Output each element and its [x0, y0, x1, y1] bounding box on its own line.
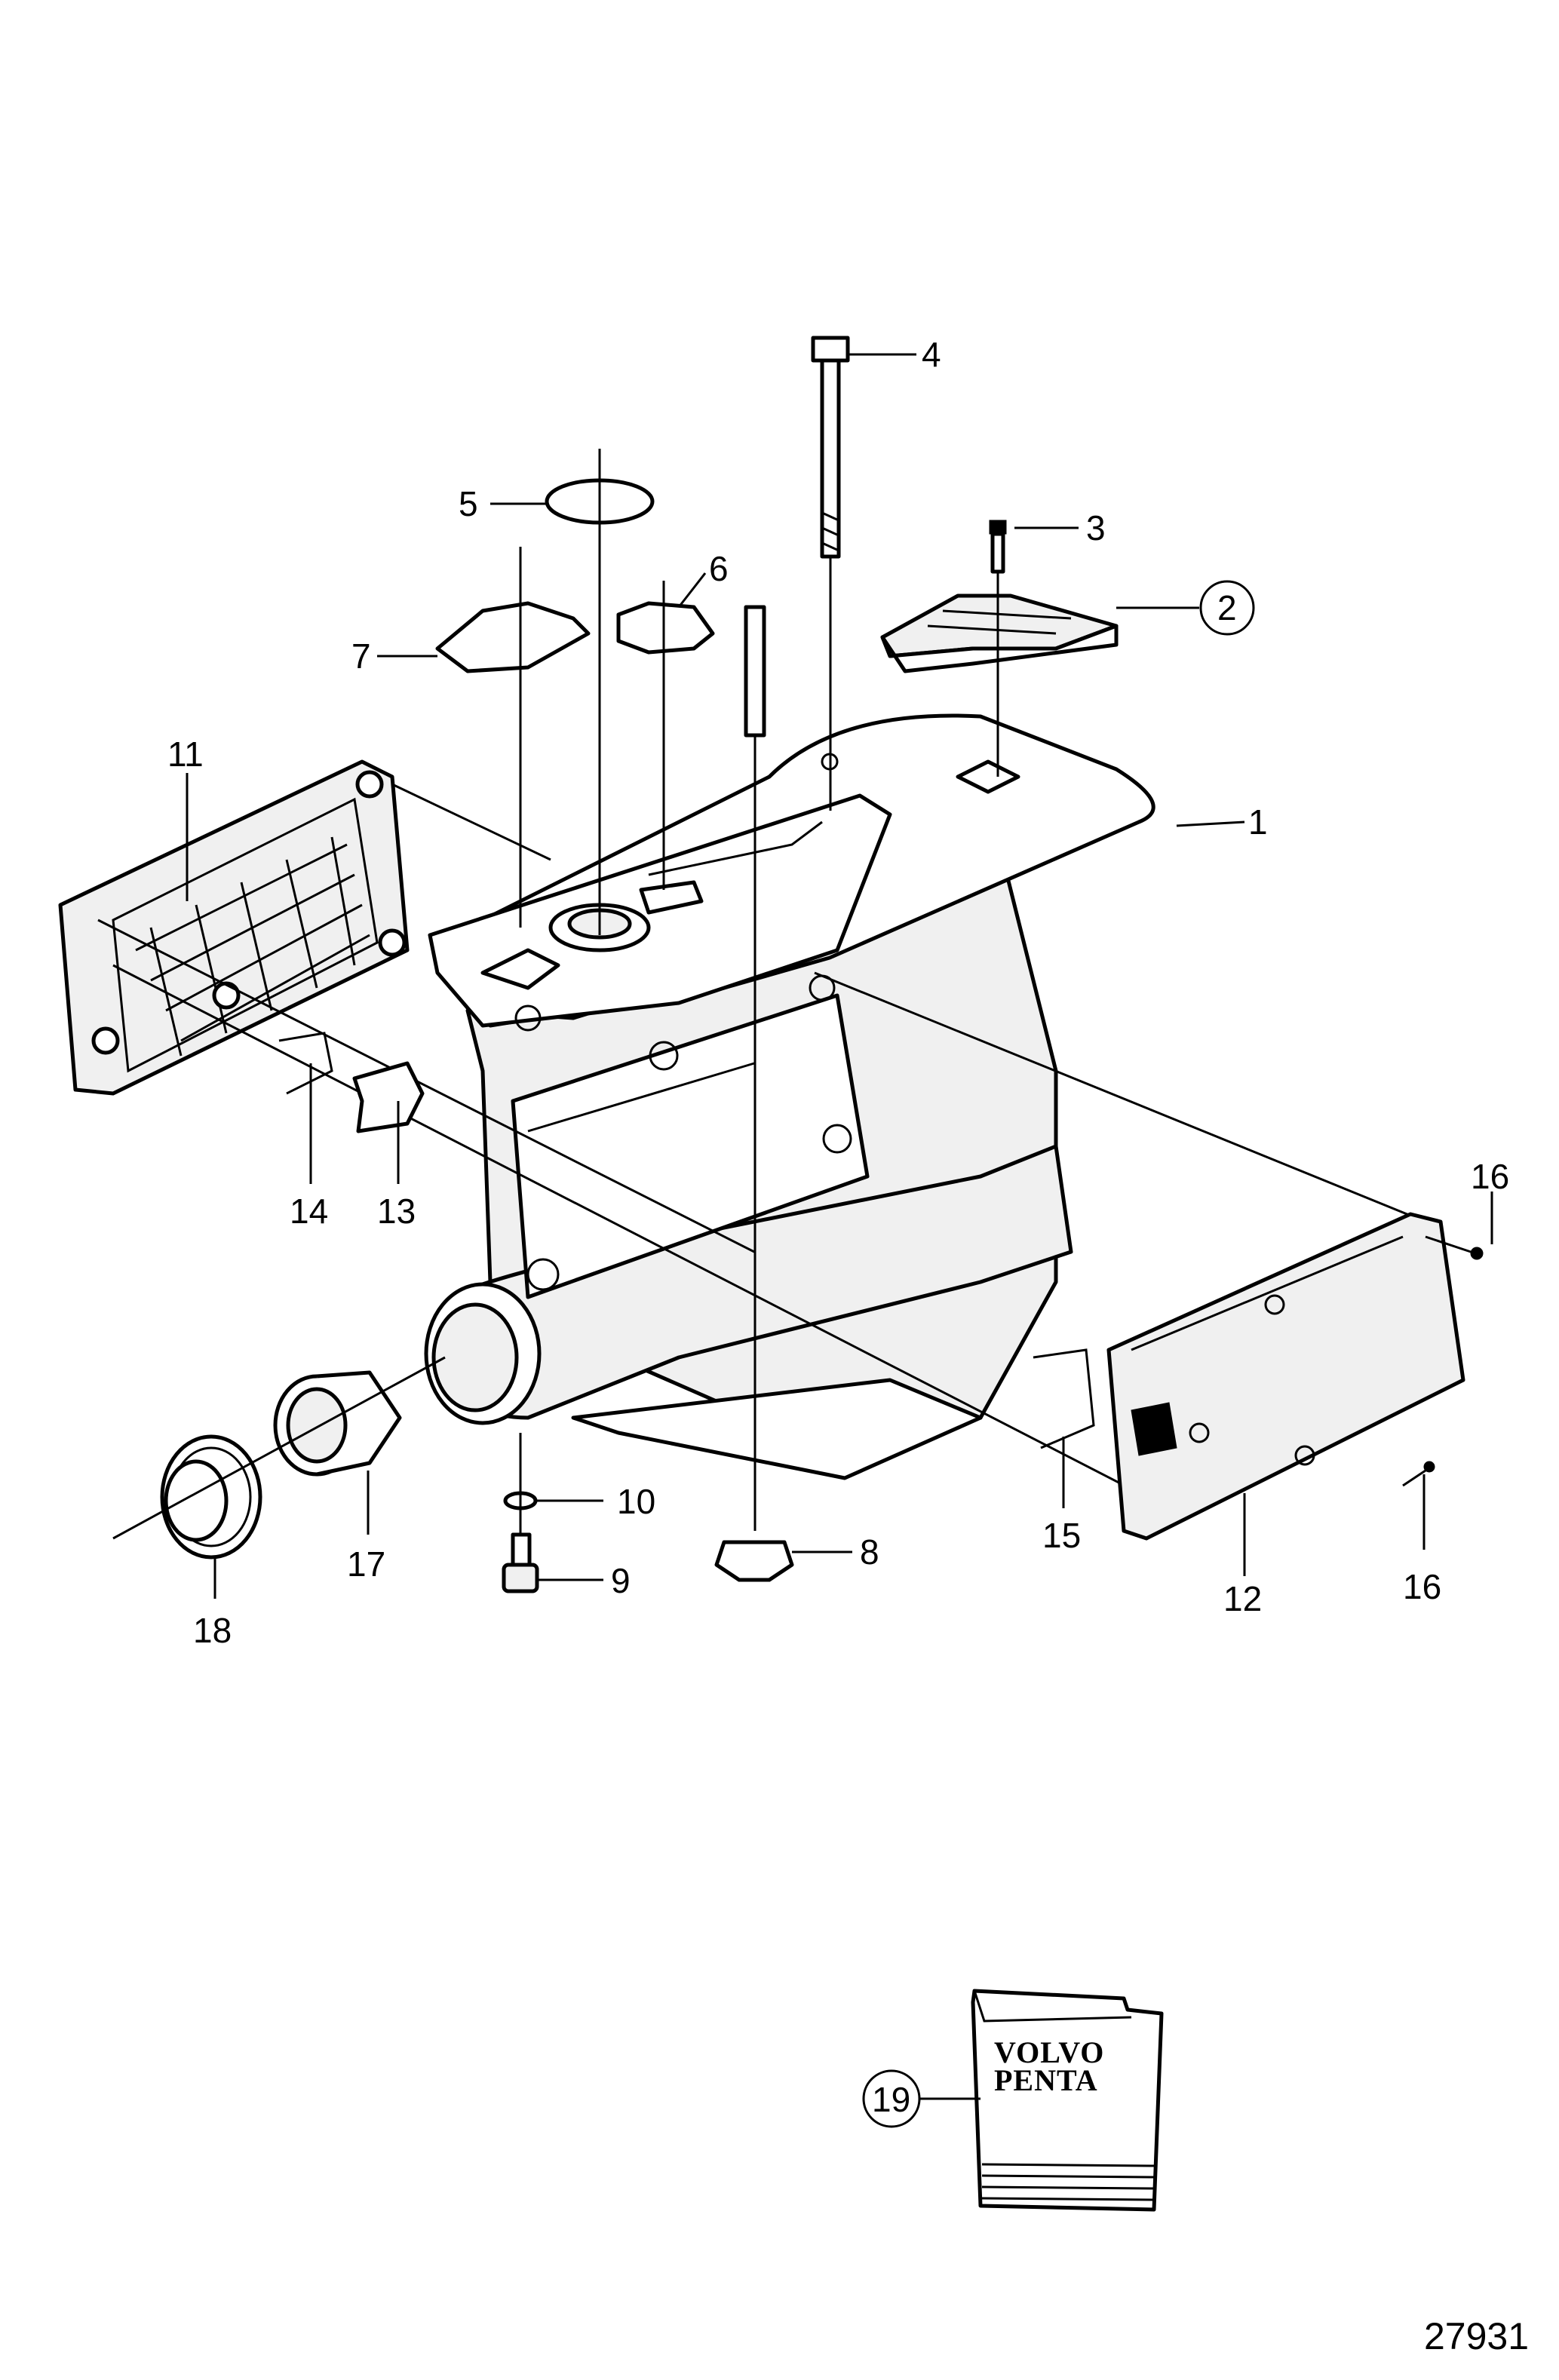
callout-19: 19	[872, 2080, 910, 2119]
screw-16-top	[1425, 1235, 1484, 1260]
gasket-7	[435, 601, 591, 673]
callout-16-bottom: 16	[1403, 1567, 1441, 1606]
callout-9: 9	[611, 1561, 631, 1600]
callout-2: 2	[1217, 588, 1237, 627]
gasket-6	[616, 601, 715, 655]
callout-leaders	[186, 353, 1493, 1599]
drain-plug-9	[502, 1532, 539, 1593]
cover-plate-11	[58, 759, 410, 1096]
callout-15: 15	[1042, 1516, 1081, 1555]
bolt-4	[811, 336, 850, 811]
needle-bearing-17	[273, 1370, 402, 1477]
callout-16-top: 16	[1471, 1157, 1509, 1196]
screw-16-bottom	[1402, 1461, 1435, 1487]
owners-manual-19: VOLVO PENTA 19	[862, 1989, 1164, 2212]
figure-number: 27931	[1424, 2315, 1529, 2357]
callout-4: 4	[922, 335, 941, 374]
callout-2-circle	[1199, 580, 1255, 636]
callout-7: 7	[351, 636, 371, 676]
callout-14: 14	[290, 1192, 328, 1231]
pin-15	[1033, 1348, 1095, 1449]
callout-6: 6	[709, 549, 729, 588]
shim-13	[352, 1061, 425, 1133]
nut-8	[714, 1540, 794, 1582]
callout-8: 8	[860, 1532, 879, 1572]
cover-plate-12	[1106, 1212, 1465, 1541]
callout-10: 10	[617, 1482, 655, 1521]
manual-brand-line1: VOLVO	[994, 2035, 1104, 2069]
callout-17: 17	[347, 1544, 385, 1584]
anode-plate	[880, 593, 1119, 673]
pin-14	[278, 1032, 333, 1095]
gear-housing	[424, 713, 1155, 1480]
callout-18: 18	[193, 1611, 232, 1650]
callout-labels: 1 2 3 4 5 6 7 8 9 10 11 12 13 14 15 16 1…	[167, 335, 1509, 1650]
manual-brand-line2: PENTA	[994, 2063, 1098, 2097]
callout-3: 3	[1086, 508, 1106, 547]
callout-1: 1	[1248, 802, 1268, 842]
callout-13: 13	[377, 1192, 416, 1231]
stud	[744, 605, 766, 1531]
seal-ring-18	[160, 1434, 262, 1560]
callout-5: 5	[459, 484, 478, 523]
screw-3	[989, 520, 1007, 777]
callout-19-circle	[862, 2069, 921, 2128]
callout-11: 11	[167, 735, 204, 774]
callout-12: 12	[1223, 1579, 1262, 1618]
